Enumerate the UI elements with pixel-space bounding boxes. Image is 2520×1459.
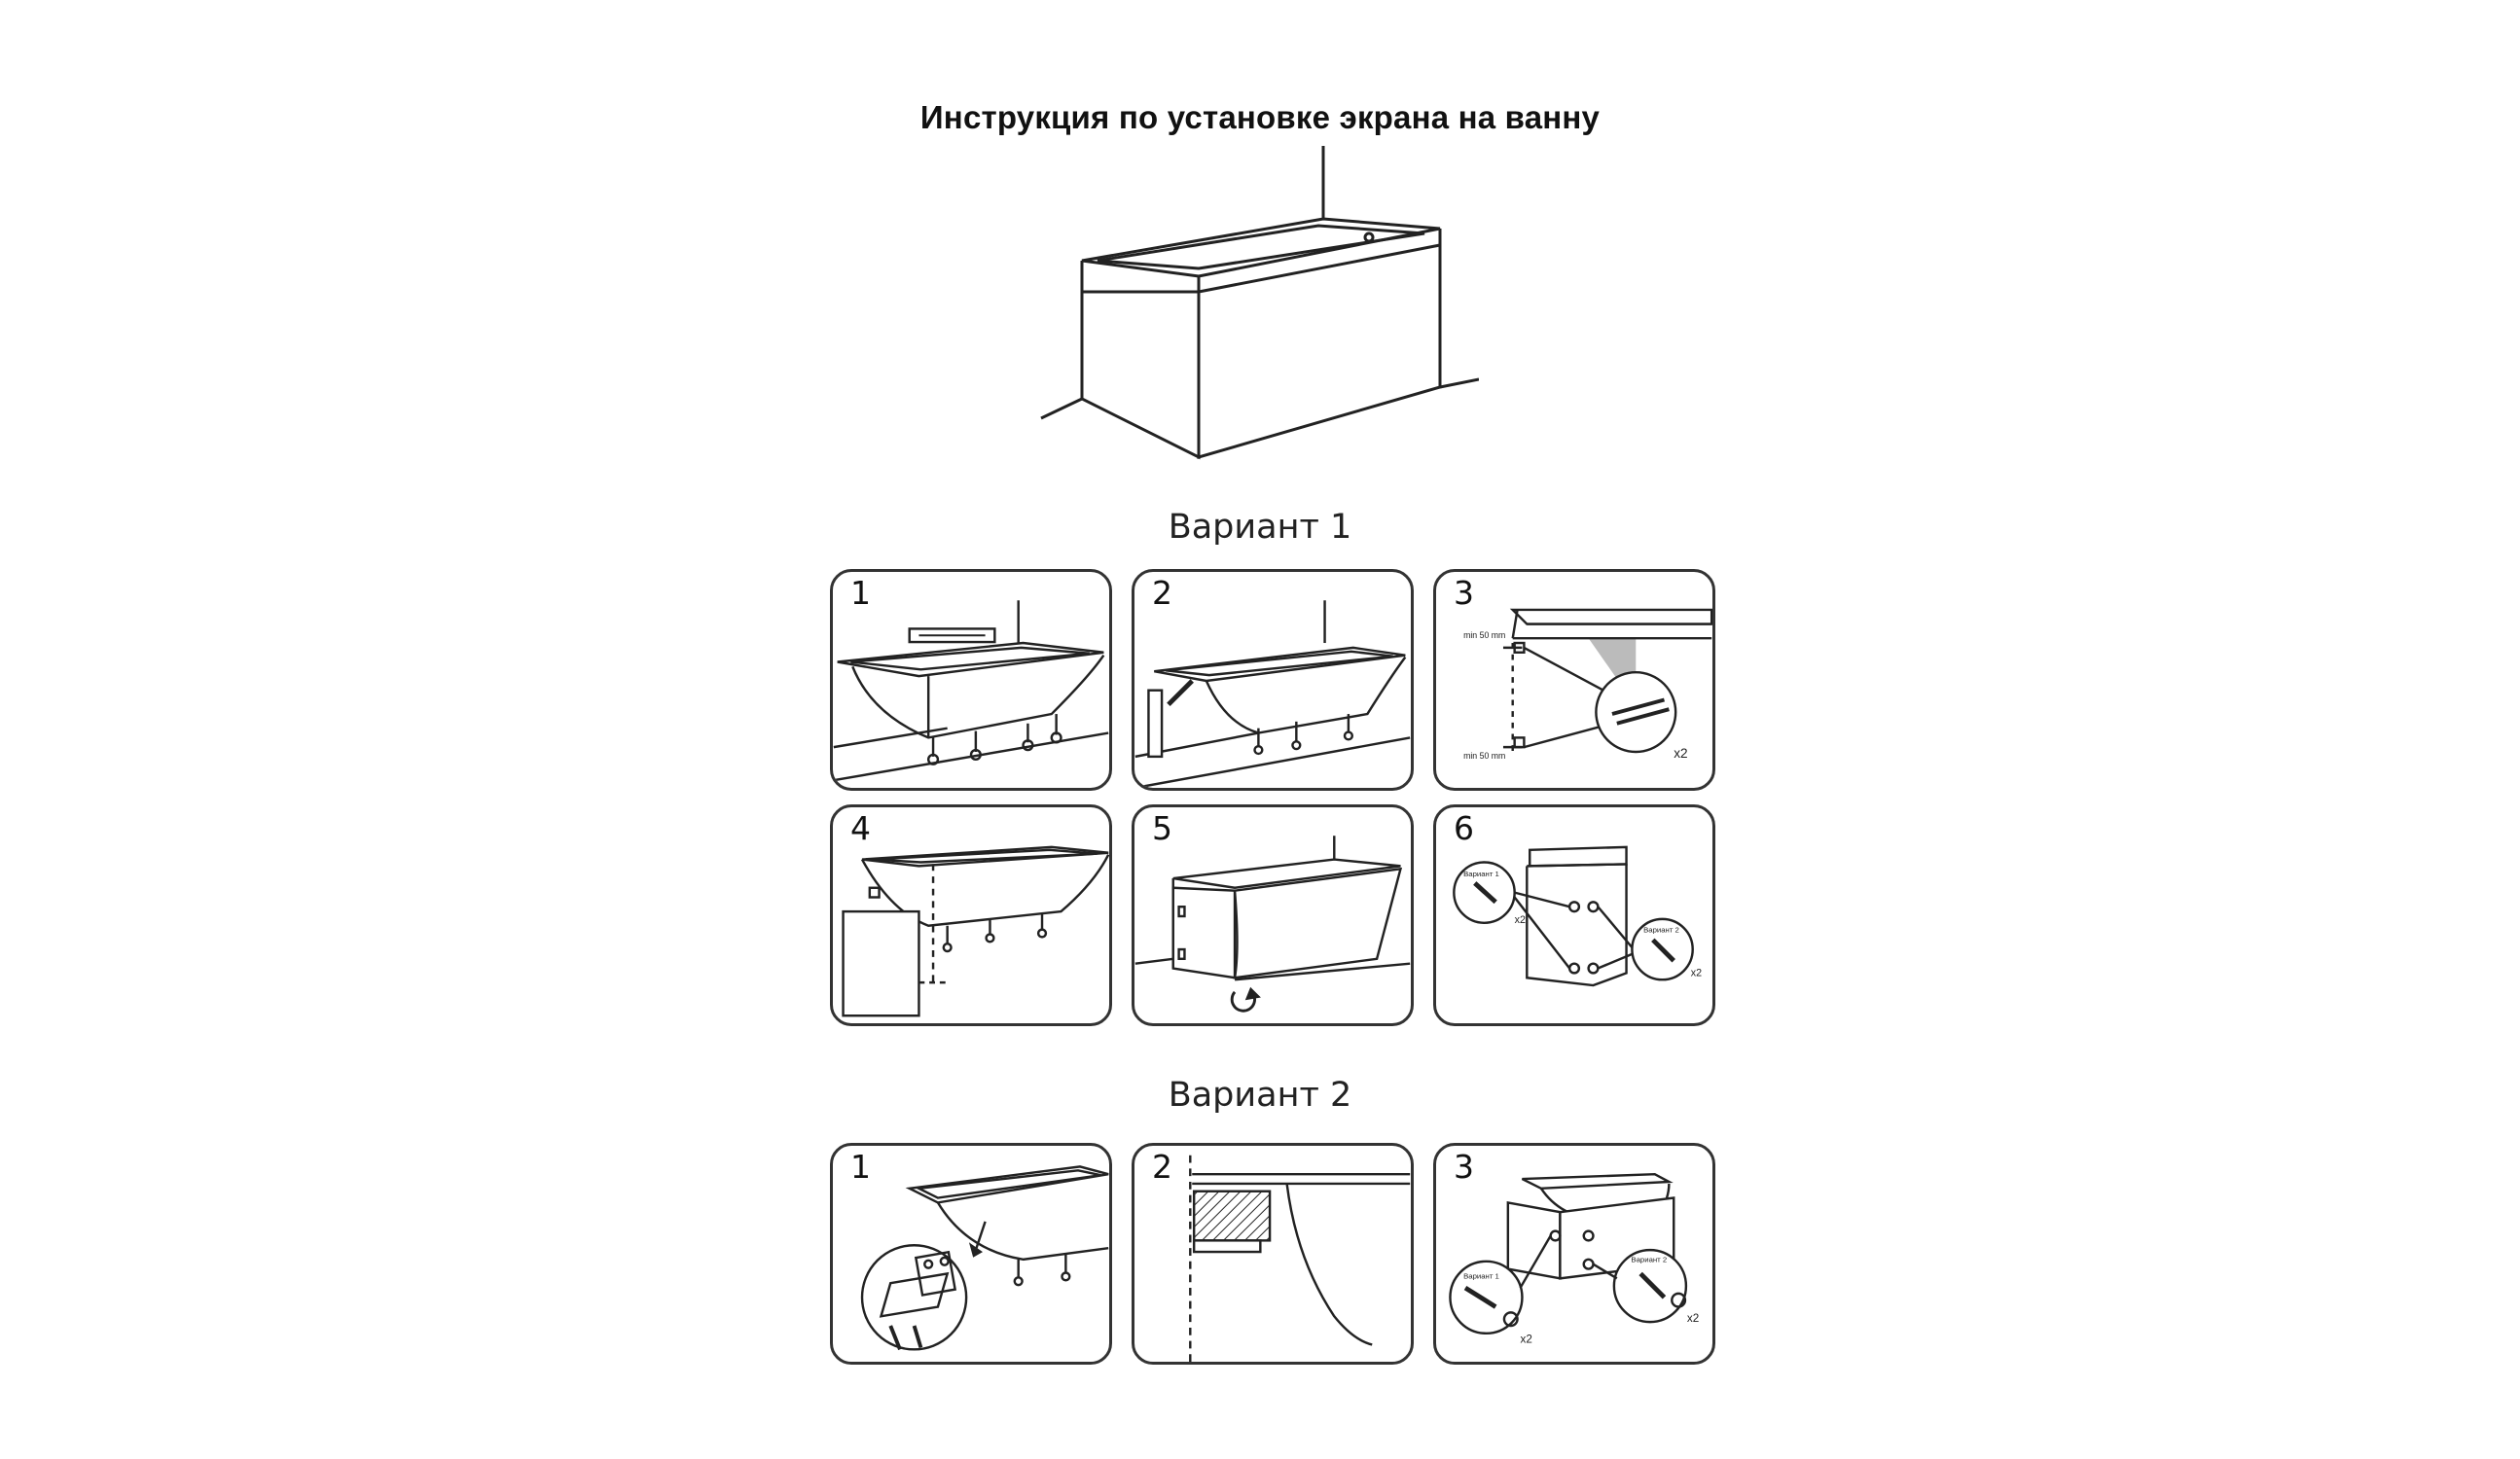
bathtub-with-screen-illustration <box>1040 146 1479 460</box>
option-1-callout-label: Вариант 1 <box>1463 1271 1499 1280</box>
cross-section-detail-illustration <box>1189 1155 1411 1362</box>
variant-2-heading: Вариант 2 <box>1168 1076 1352 1115</box>
step-number: 6 <box>1454 809 1474 847</box>
quantity-label-right: x2 <box>1687 1312 1699 1325</box>
bracket-mounting-illustration: min 50 mm min 50 mm x2 <box>1463 608 1712 761</box>
step-number: 3 <box>1454 574 1474 612</box>
option-2-callout-label: Вариант 2 <box>1631 1256 1667 1264</box>
variant-1-step-4-panel: 4 <box>830 804 1112 1026</box>
variant-2-step-3-panel: 3 Вариант 1 Вариант 2 x2 x2 <box>1433 1143 1715 1365</box>
option-2-callout-label: Вариант 2 <box>1643 926 1679 935</box>
step-number: 2 <box>1152 574 1172 612</box>
quantity-label: x2 <box>1674 746 1687 761</box>
variant-1-step-3-panel: 3 min 50 mm min 50 mm x2 <box>1433 569 1715 791</box>
min-distance-bottom-label: min 50 mm <box>1463 751 1505 761</box>
panel-alignment-illustration <box>842 845 1109 1017</box>
step-number: 2 <box>1152 1148 1172 1186</box>
step-number: 5 <box>1152 809 1172 847</box>
variant-2-step-2-panel: 2 <box>1132 1143 1414 1365</box>
step-number: 1 <box>850 1148 871 1186</box>
variant-1-step-2-panel: 2 <box>1132 569 1414 791</box>
min-distance-top-label: min 50 mm <box>1463 630 1505 640</box>
clip-fastening-illustration <box>860 1165 1109 1351</box>
option-1-callout-label: Вариант 1 <box>1463 870 1499 878</box>
variant-1-step-1-panel: 1 <box>830 569 1112 791</box>
panel-installation-illustration <box>1134 836 1411 1013</box>
step-number: 4 <box>850 809 871 847</box>
quantity-label-left: x2 <box>1521 1334 1532 1346</box>
step-number: 3 <box>1454 1148 1474 1186</box>
screw-fixing-options-illustration-2: Вариант 1 Вариант 2 x2 x2 <box>1449 1172 1699 1346</box>
quantity-label-right: x2 <box>1691 967 1702 979</box>
step-number: 1 <box>850 574 871 612</box>
variant-1-step-5-panel: 5 <box>1132 804 1414 1026</box>
variant-1-heading: Вариант 1 <box>1168 508 1352 547</box>
panel-measure-illustration <box>1134 600 1411 788</box>
screw-fixing-options-illustration: Вариант 1 Вариант 2 x2 x2 <box>1453 845 1702 987</box>
variant-1-step-6-panel: 6 Вариант 1 Вариант 2 x2 x2 <box>1433 804 1715 1026</box>
bathtub-level-check-illustration <box>833 600 1109 782</box>
variant-2-step-1-panel: 1 <box>830 1143 1112 1365</box>
page-title: Инструкция по установке экрана на ванну <box>919 99 1601 135</box>
quantity-label-left: x2 <box>1515 914 1526 926</box>
